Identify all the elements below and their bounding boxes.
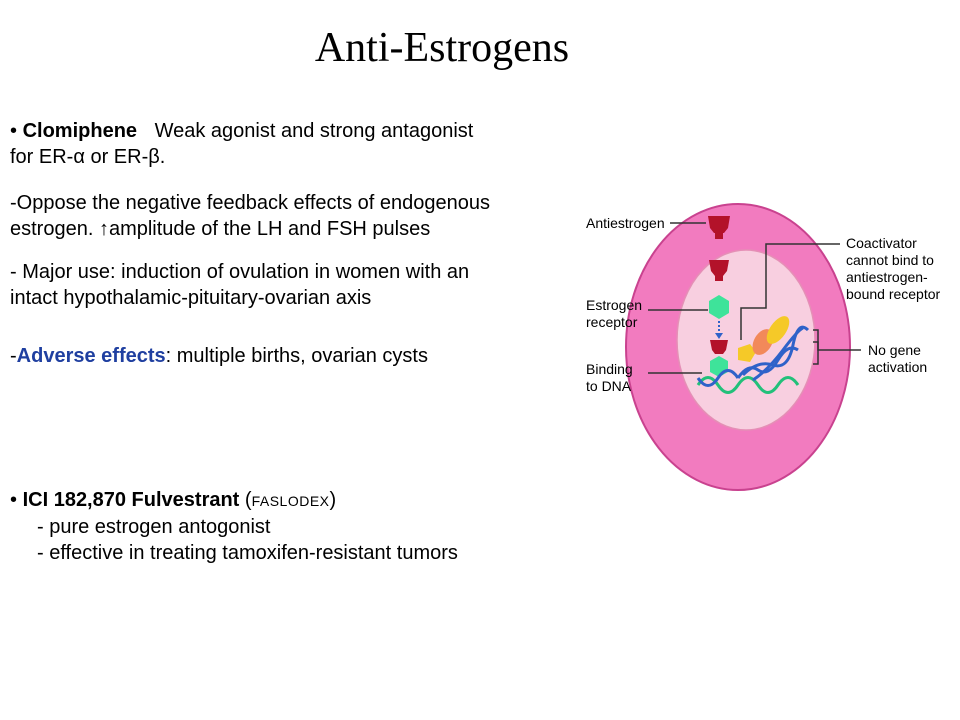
antiestrogen-molecule-icon bbox=[709, 260, 729, 276]
fulvestrant-section: • ICI 182,870 Fulvestrant (FASLODEX) - p… bbox=[10, 487, 458, 566]
clomiphene-major-use: - Major use: induction of ovulation in w… bbox=[10, 259, 469, 311]
label-no-gene-activation: No gene bbox=[868, 342, 921, 358]
antiestrogen-molecule-icon bbox=[715, 276, 723, 281]
feedback-line-1: -Oppose the negative feedback effects of… bbox=[10, 192, 490, 214]
drug-name-fulvestrant: ICI 182,870 Fulvestrant bbox=[22, 489, 240, 511]
clomiphene-desc-2: for ER-α or ER-β. bbox=[10, 146, 166, 168]
clomiphene-description: • Clomiphene Weak agonist and strong ant… bbox=[10, 118, 473, 170]
label-coactivator: Coactivator bbox=[846, 235, 917, 251]
label-coactivator: bound receptor bbox=[846, 286, 941, 302]
major-use-line-1: - Major use: induction of ovulation in w… bbox=[10, 261, 470, 283]
antiestrogen-molecule-icon bbox=[708, 216, 730, 233]
no-gene-bracket bbox=[813, 329, 819, 365]
label-coactivator: cannot bind to bbox=[846, 252, 934, 268]
label-estrogen-receptor: Estrogen bbox=[586, 297, 642, 313]
clomiphene-feedback: -Oppose the negative feedback effects of… bbox=[10, 190, 490, 242]
adverse-effects-text: : multiple births, ovarian cysts bbox=[165, 345, 428, 367]
drug-name-clomiphene: Clomiphene bbox=[22, 120, 138, 142]
label-binding-to-dna: to DNA bbox=[586, 378, 632, 394]
up-arrow-icon: ↑ bbox=[98, 218, 109, 240]
feedback-line-2-rest: amplitude of the LH and FSH pulses bbox=[108, 218, 431, 240]
feedback-line-2-prefix: estrogen. bbox=[10, 218, 94, 240]
brand-name: FASLODEX bbox=[251, 493, 330, 509]
clomiphene-adverse-effects: -Adverse effects: multiple births, ovari… bbox=[10, 343, 428, 369]
label-binding-to-dna: Binding bbox=[586, 361, 633, 377]
coactivator-yellow-icon bbox=[738, 344, 756, 362]
label-estrogen-receptor: receptor bbox=[586, 314, 638, 330]
paren-close: ) bbox=[329, 489, 337, 511]
binding-arrow-head bbox=[715, 333, 723, 339]
antiestrogen-molecule-icon bbox=[710, 340, 728, 354]
bullet: • bbox=[10, 489, 18, 511]
label-no-gene-activation: activation bbox=[868, 359, 927, 375]
estrogen-receptor-icon bbox=[709, 295, 729, 319]
label-coactivator: antiestrogen- bbox=[846, 269, 928, 285]
coactivator-yellow-icon bbox=[766, 316, 790, 344]
fulvestrant-item-2: - effective in treating tamoxifen-resist… bbox=[37, 542, 458, 564]
fulvestrant-item-1: - pure estrogen antogonist bbox=[37, 516, 271, 538]
adverse-effects-label: Adverse effects bbox=[16, 345, 166, 367]
bullet: • bbox=[10, 120, 18, 142]
label-antiestrogen: Antiestrogen bbox=[586, 215, 665, 231]
adverse-dash: - bbox=[10, 345, 17, 367]
antiestrogen-mechanism-diagram: Antiestrogen Estrogen receptor Binding t… bbox=[586, 203, 941, 491]
coactivator-pointer-line bbox=[740, 243, 840, 340]
clomiphene-desc-1: Weak agonist and strong antagonist bbox=[154, 120, 474, 142]
paren-open: ( bbox=[239, 489, 252, 511]
page-title: Anti-Estrogens bbox=[314, 25, 570, 71]
antiestrogen-molecule-icon bbox=[715, 233, 723, 239]
dna-helix bbox=[696, 325, 810, 394]
major-use-line-2: intact hypothalamic-pituitary-ovarian ax… bbox=[10, 287, 372, 309]
